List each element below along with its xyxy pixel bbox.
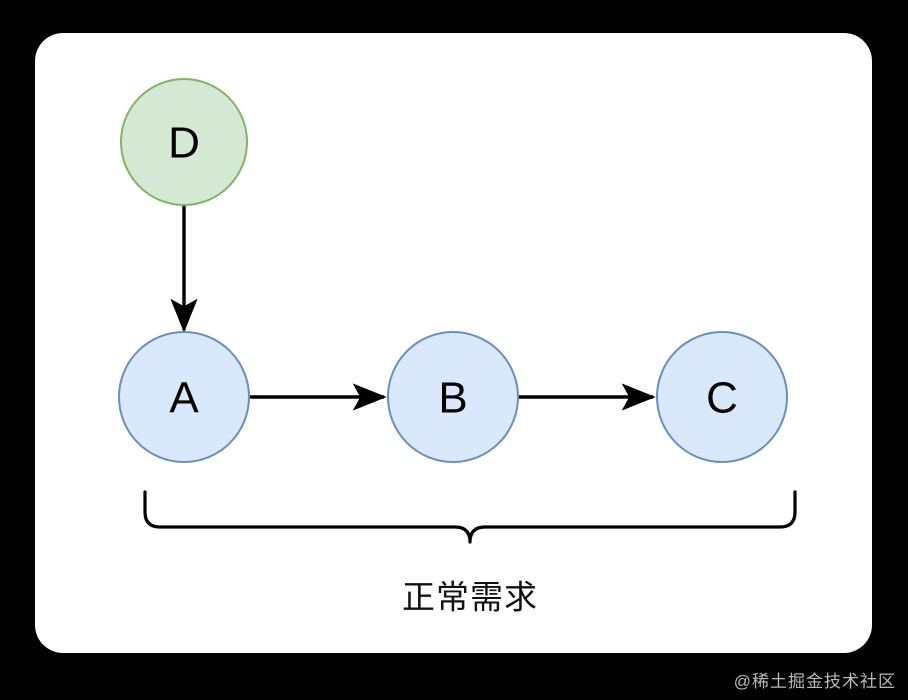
diagram-card [35, 33, 872, 653]
watermark-text: @稀土掘金技术社区 [733, 672, 896, 691]
